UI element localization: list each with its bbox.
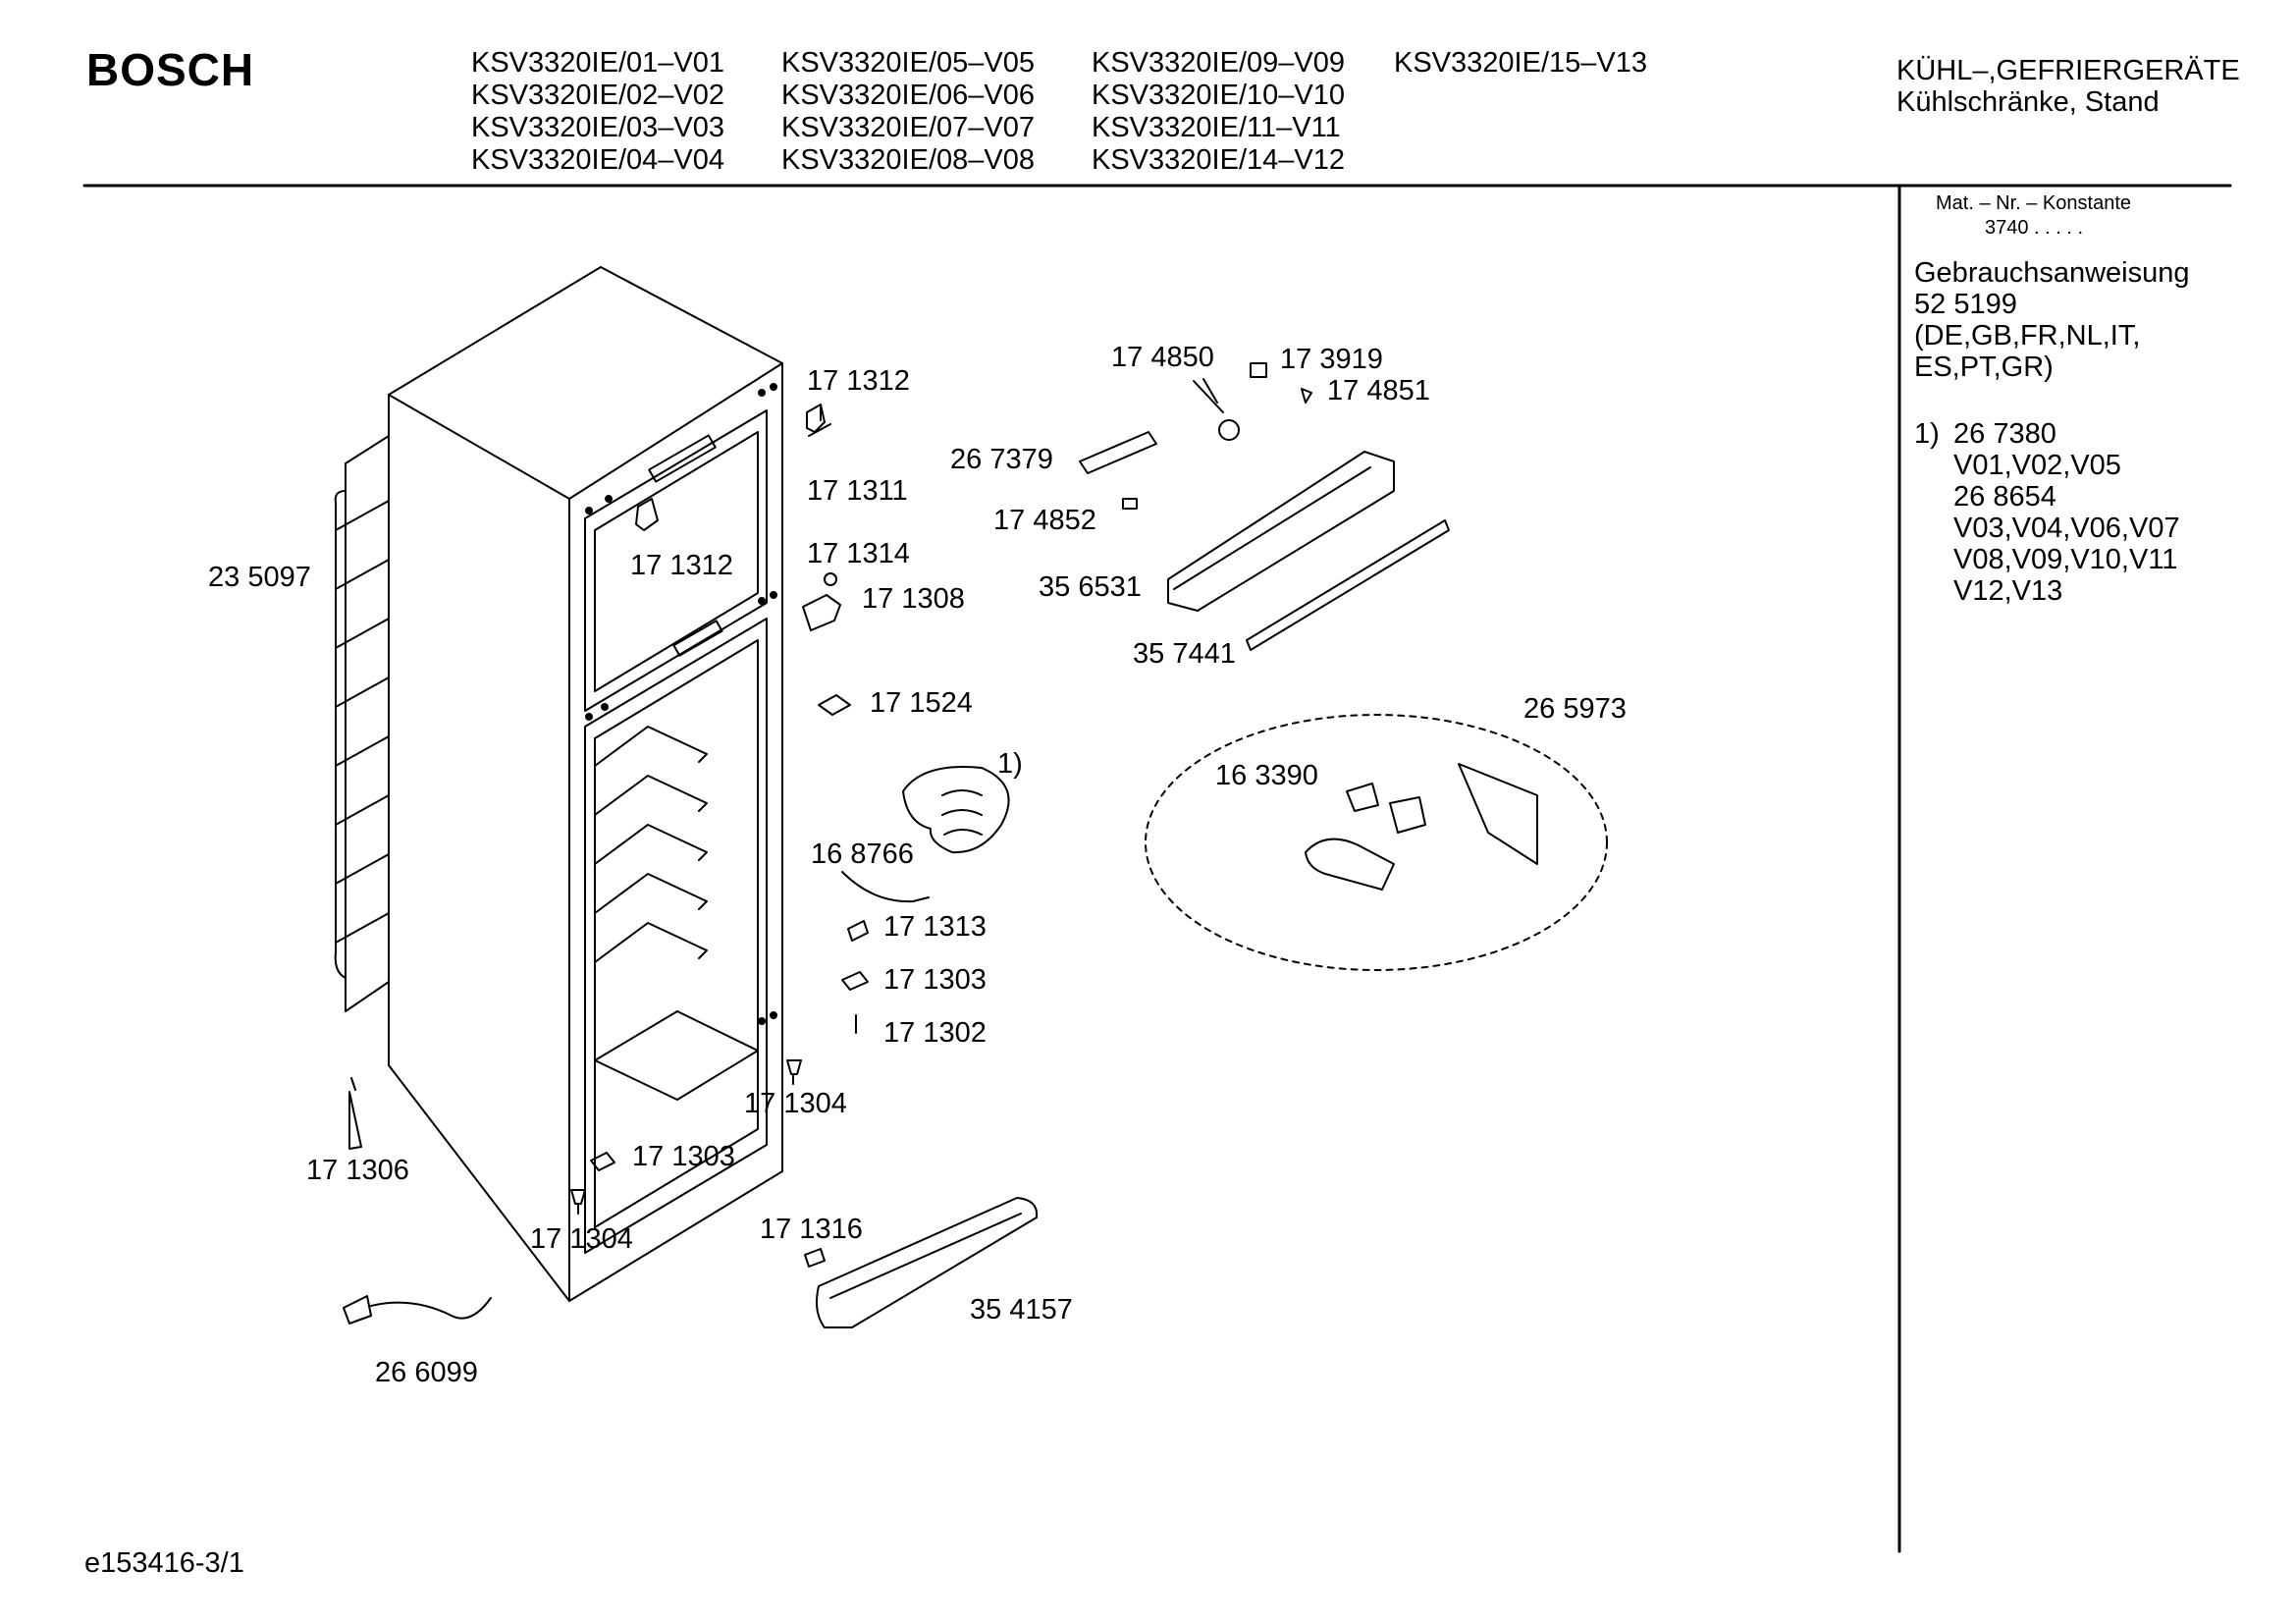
part-label: 17 1303: [632, 1141, 735, 1172]
fridge-cabinet: [388, 266, 783, 1302]
clip-part: [590, 1152, 615, 1171]
model-list: KSV3320IE/15–V13: [1394, 47, 1647, 80]
brand-logo: BOSCH: [86, 44, 255, 95]
condenser-coil: [334, 435, 390, 1012]
manual-langs: (DE,GB,FR,NL,IT,: [1914, 320, 2141, 352]
part-label: 26 7379: [950, 444, 1053, 475]
lamp-cover: [1458, 763, 1538, 865]
part-label: 17 1524: [870, 687, 973, 719]
part-label: 1): [997, 748, 1023, 780]
small-clip: [804, 1248, 826, 1268]
part-label: 17 4850: [1111, 342, 1214, 373]
model-list: KSV3320IE/01–V01 KSV3320IE/02–V02 KSV332…: [471, 47, 724, 177]
part-label: 17 1313: [883, 911, 987, 943]
model-item: KSV3320IE/02–V02: [471, 80, 724, 111]
category-line: Kühlschränke, Stand: [1896, 86, 2160, 118]
part-label: 17 1311: [807, 475, 908, 507]
note-lines: 26 7380 V01,V02,V05 26 8654 V03,V04,V06,…: [1953, 418, 2180, 607]
manual-number: 52 5199: [1914, 289, 2017, 320]
manual-langs: ES,PT,GR): [1914, 352, 2054, 383]
part-label: 35 6531: [1039, 571, 1142, 603]
clip-part: [841, 971, 869, 991]
part-label: 17 1304: [530, 1223, 633, 1255]
model-item: KSV3320IE/14–V12: [1092, 144, 1345, 176]
note-line: V08,V09,V10,V11: [1953, 544, 2178, 575]
model-item: KSV3320IE/10–V10: [1092, 80, 1345, 111]
hinge-part: [802, 594, 841, 631]
drain-tube: [348, 1077, 362, 1150]
mat-value: 3740 . . . . .: [1985, 217, 2084, 239]
connector: [1250, 362, 1267, 378]
model-item: KSV3320IE/05–V05: [781, 47, 1035, 79]
knob: [1218, 419, 1240, 441]
part-label: 26 5973: [1523, 693, 1627, 725]
model-item: KSV3320IE/15–V13: [1394, 47, 1647, 79]
part-label: 17 1302: [883, 1017, 987, 1049]
part-label: 17 1308: [862, 583, 965, 615]
part-label: 23 5097: [208, 562, 311, 593]
category-title: KÜHL–,GEFRIERGERÄTE Kühlschränke, Stand: [1896, 55, 2240, 118]
part-label: 17 4852: [993, 505, 1096, 536]
part-label: 17 4851: [1327, 375, 1430, 406]
foot-screw: [570, 1189, 586, 1215]
part-label: 16 8766: [811, 839, 914, 870]
manual-info: Gebrauchsanweisung 52 5199 (DE,GB,FR,NL,…: [1914, 257, 2190, 383]
model-item: KSV3320IE/11–V11: [1092, 112, 1341, 143]
control-switch: [1079, 431, 1157, 474]
power-cord: [343, 1295, 492, 1325]
note-line: 26 7380: [1953, 418, 2056, 450]
sensor-cable: [841, 871, 930, 903]
part-label: 35 7441: [1133, 638, 1236, 670]
kick-plate: [816, 1197, 1039, 1328]
fan-cover: [902, 766, 1010, 854]
knob-link: [1193, 378, 1224, 413]
drawing-id: e153416-3/1: [84, 1547, 244, 1579]
model-list: KSV3320IE/09–V09 KSV3320IE/10–V10 KSV332…: [1092, 47, 1345, 177]
part-label: 17 1304: [744, 1088, 847, 1119]
model-item: KSV3320IE/04–V04: [471, 144, 724, 176]
model-item: KSV3320IE/08–V08: [781, 144, 1035, 176]
foot-screw: [786, 1059, 802, 1085]
lamp-grille: [1305, 838, 1395, 891]
cover-part: [818, 694, 851, 716]
model-item: KSV3320IE/09–V09: [1092, 47, 1345, 79]
part-label: 17 1306: [306, 1155, 409, 1186]
clip-part: [847, 920, 869, 942]
part-label: 17 1312: [807, 365, 910, 397]
part-label: 17 1312: [630, 550, 733, 581]
model-item: KSV3320IE/01–V01: [471, 47, 724, 79]
hinge-part: [806, 404, 831, 437]
lamp-socket: [1346, 783, 1379, 812]
screw: [1301, 388, 1312, 404]
model-item: KSV3320IE/07–V07: [781, 112, 1035, 143]
note-line: 26 8654: [1953, 481, 2056, 513]
model-item: KSV3320IE/03–V03: [471, 112, 724, 143]
hinge-part: [635, 498, 659, 531]
mat-label: Mat. – Nr. – Konstante: [1936, 192, 2131, 214]
small-switch: [1122, 498, 1138, 510]
panel-trim: [1246, 519, 1450, 651]
control-panel: [1167, 451, 1395, 612]
detail-ellipse: [1145, 714, 1608, 971]
note-line: V01,V02,V05: [1953, 450, 2121, 481]
part-label: 26 6099: [375, 1357, 478, 1388]
model-list: KSV3320IE/05–V05 KSV3320IE/06–V06 KSV332…: [781, 47, 1035, 177]
part-label: 35 4157: [970, 1294, 1073, 1325]
part-label: 17 1316: [760, 1214, 863, 1245]
category-line: KÜHL–,GEFRIERGERÄTE: [1896, 55, 2240, 86]
manual-title: Gebrauchsanweisung: [1914, 257, 2190, 289]
part-label: 17 1303: [883, 964, 987, 996]
part-label: 17 1314: [807, 538, 910, 569]
note-marker: 1): [1914, 418, 1940, 450]
note-line: V03,V04,V06,V07: [1953, 513, 2180, 544]
part-label: 17 3919: [1280, 344, 1383, 375]
model-item: KSV3320IE/06–V06: [781, 80, 1035, 111]
part-label: 16 3390: [1215, 760, 1318, 791]
lamp-holder: [1389, 796, 1426, 834]
note-line: V12,V13: [1953, 575, 2063, 607]
